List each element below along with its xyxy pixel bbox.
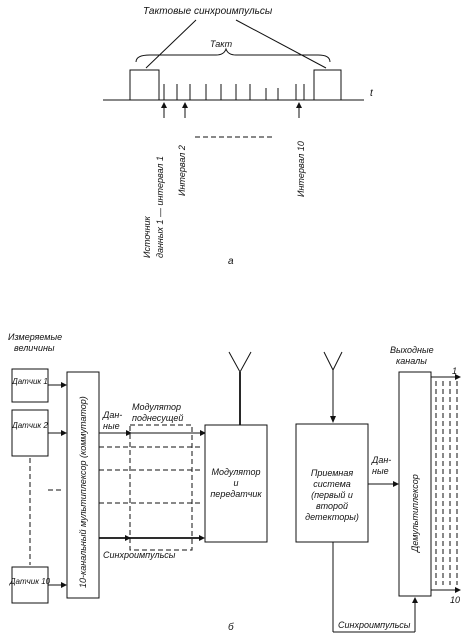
demultiplexer-box (398, 371, 432, 597)
sensor-1-box (11, 368, 49, 403)
output-last-label: 10 (450, 595, 460, 605)
sync-pulses-title: Тактовые синхроимпульсы (143, 6, 273, 17)
transmit-antenna-icon (228, 351, 252, 374)
caption-a: а (228, 256, 234, 267)
tact-label: Такт (210, 39, 233, 49)
data-interval-1-label: данных 1 — интервал 1 (155, 156, 165, 258)
source-label: Источник (142, 215, 152, 258)
interval-2-label: Интервал 2 (177, 145, 187, 196)
sync-label: Синхроимпульсы (103, 550, 176, 560)
output-first-label: 1 (452, 366, 457, 376)
sync-bottom-label: Синхроимпульсы (338, 620, 411, 630)
data-pulses (163, 84, 305, 100)
tact-brace (135, 47, 331, 63)
subcarrier-modulator-box (129, 424, 193, 551)
modulator-transmitter-label-1: Модулятор (211, 467, 260, 477)
receiver-label-3: (первый и (311, 490, 353, 500)
time-axis-label: t (370, 88, 374, 99)
telemetry-block-diagram: Измеряемые величины Датчик 1 Датчик 2 Да… (8, 332, 461, 633)
receive-antenna-icon (323, 351, 343, 372)
measured-values-label-1: Измеряемые (8, 332, 62, 342)
sensor-2-label: Датчик 2 (11, 421, 48, 430)
interval-10-label: Интервал 10 (296, 141, 306, 197)
receiver-system-box (295, 423, 369, 543)
sensor-2-box (11, 409, 49, 457)
receiver-label-5: детекторы) (305, 512, 359, 522)
measured-values-label-2: величины (14, 343, 55, 353)
title-pointer-right (235, 19, 327, 69)
sync-pulse-start (129, 69, 160, 101)
demultiplexer-label: Демультиплексор (410, 474, 420, 553)
data-label-2: ные (103, 421, 120, 431)
modulator-transmitter-box (204, 424, 268, 543)
receiver-label-2: система (313, 479, 351, 489)
modulator-transmitter-label-3: передатчик (210, 489, 262, 499)
sensor-10-box (11, 566, 49, 604)
sensor-1-label: Датчик 1 (11, 377, 48, 386)
sensor-10-label: Датчик 10 (9, 577, 51, 586)
subcarrier-modulator-label-2: поднесущей (132, 413, 183, 423)
sync-pulse-end (313, 69, 342, 101)
receiver-label-1: Приемная (311, 468, 354, 478)
multiplexer-label: 10-канальный мультиплексор (коммутатор) (78, 396, 88, 588)
title-pointer-left (145, 19, 197, 69)
multiplexer-box (66, 371, 100, 599)
caption-b: б (228, 621, 234, 633)
output-channels-label-1: Выходные (390, 345, 434, 355)
receiver-label-4: второй (316, 501, 348, 511)
data-label-right-1: Дан- (371, 455, 391, 465)
data-label-right-2: ные (372, 466, 389, 476)
data-label-1: Дан- (102, 410, 122, 420)
output-channels-label-2: каналы (396, 356, 427, 366)
subcarrier-modulator-label-1: Модулятор (132, 402, 181, 412)
timing-diagram: Тактовые синхроимпульсы Такт t (103, 6, 374, 267)
modulator-transmitter-label-2: и (233, 478, 238, 488)
